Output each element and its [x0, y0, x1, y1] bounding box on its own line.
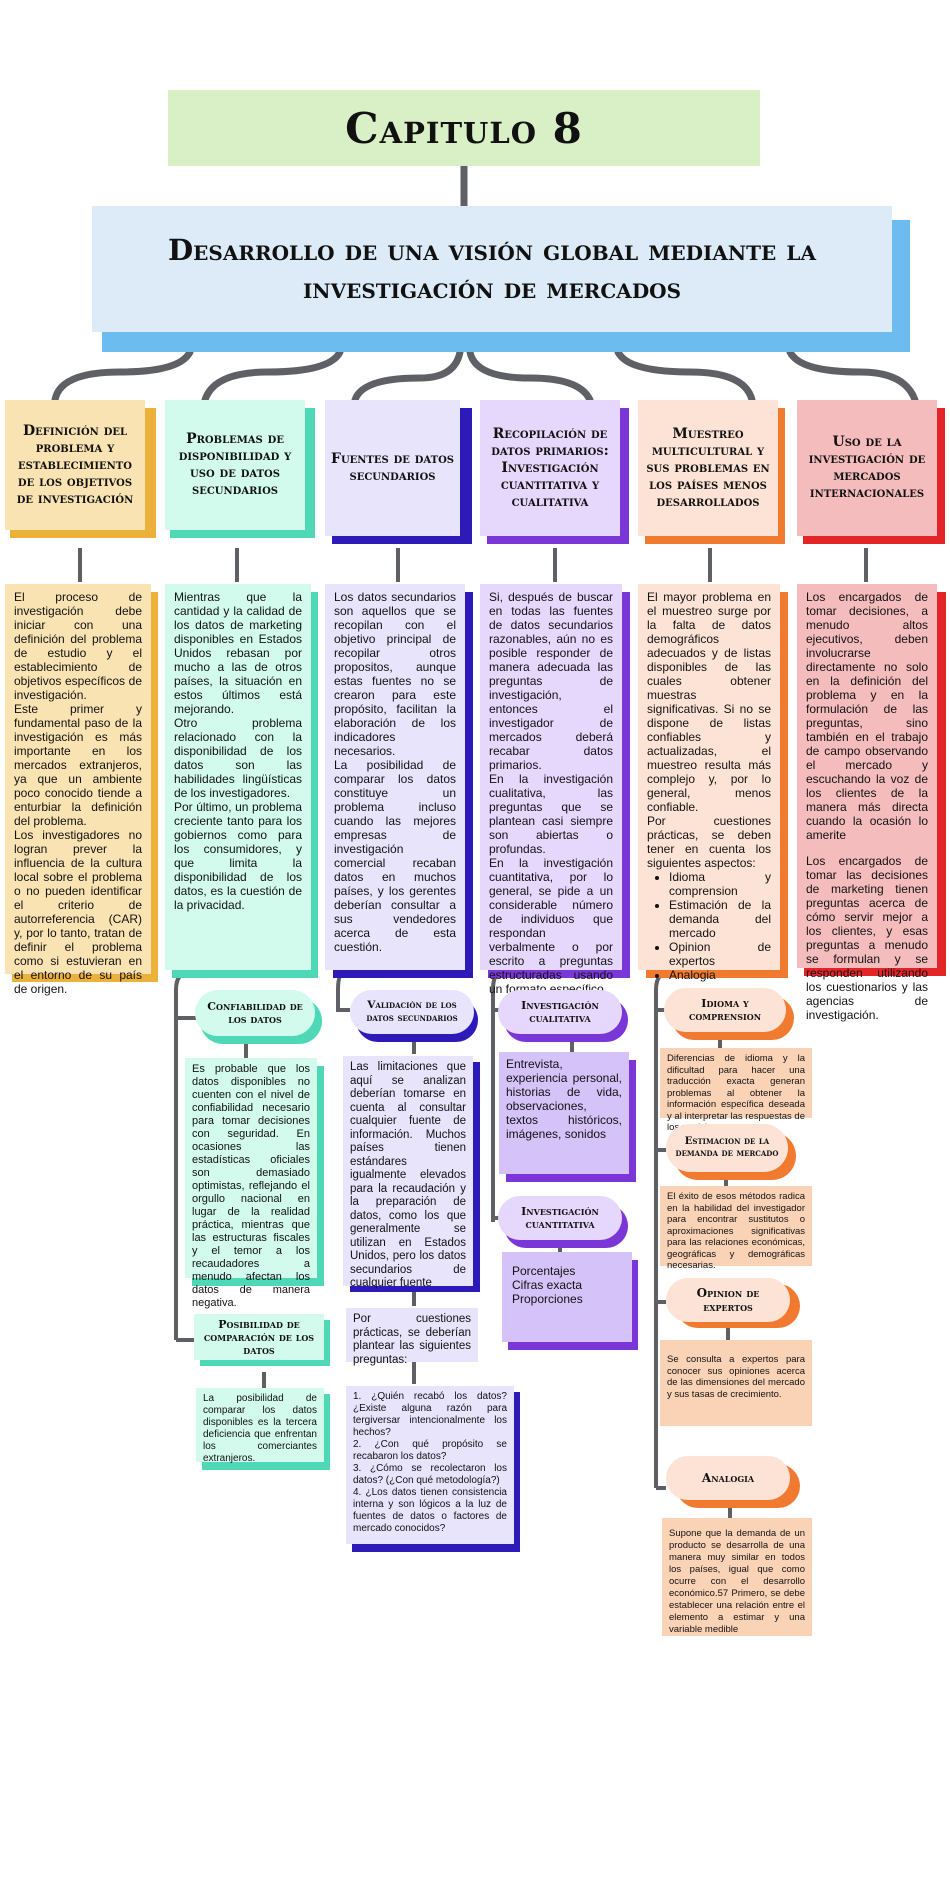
paragraph: Otro problema relacionado con la disponi…	[174, 716, 302, 800]
column-header-muestreo: Muestreo multicultural y sus problemas e…	[638, 400, 778, 536]
idioma-text: Diferencias de idioma y la dificultad pa…	[660, 1048, 812, 1133]
column-header-fuentes: Fuentes de datos secundarios	[325, 400, 460, 536]
paragraph: Los datos secundarios son aquellos que s…	[334, 590, 456, 758]
paragraph: Los investigadores no logran prever la i…	[14, 828, 142, 996]
aspects-list: Idioma y comprension Estimación de la de…	[647, 870, 771, 982]
list-item: Opinion de expertos	[669, 940, 771, 968]
column-body-muestreo: El mayor problema en el muestreo surge p…	[638, 584, 780, 982]
pill-confiabilidad: Confiabilidad de los datos	[195, 990, 315, 1036]
chapter-subtitle: Desarrollo de una visión global mediante…	[92, 206, 892, 332]
list-item: Idioma y comprension	[669, 870, 771, 898]
confiabilidad-text: Es probable que los datos disponibles no…	[185, 1058, 317, 1309]
paragraph: Los encargados de tomar decisiones, a me…	[806, 590, 928, 842]
validacion-prompt: Por cuestiones prácticas, se deberían pl…	[346, 1308, 478, 1366]
paragraph: Por último, un problema creciente tanto …	[174, 800, 302, 912]
posibilidad-title: Posibilidad de comparación de los datos	[194, 1314, 324, 1360]
column-body-definicion: El proceso de investigación debe iniciar…	[5, 584, 151, 996]
cuantitativa-text: Porcentajes Cifras exacta Proporciones	[502, 1252, 632, 1342]
validacion-text: Las limitaciones que aquí se analizan de…	[343, 1056, 473, 1289]
pill-opinion: Opinion de expertos	[666, 1278, 790, 1322]
cualitativa-text: Entrevista, experiencia personal, histor…	[499, 1052, 629, 1174]
paragraph: Si, después de buscar en todas las fuent…	[489, 590, 613, 772]
paragraph: Este primer y fundamental paso de la inv…	[14, 702, 142, 828]
paragraph: El proceso de investigación debe iniciar…	[14, 590, 142, 702]
pill-cualitativa: Investigación cualitativa	[498, 990, 622, 1034]
chapter-title: Capitulo 8	[168, 90, 760, 166]
paragraph: La posibilidad de comparar los datos con…	[334, 758, 456, 954]
posibilidad-text: La posibilidad de comparar los datos dis…	[196, 1388, 324, 1464]
analogia-text: Supone que la demanda de un producto se …	[662, 1518, 812, 1636]
pill-idioma: Idioma y comprension	[664, 988, 786, 1032]
column-header-recopilacion: Recopilación de datos primarios: Investi…	[480, 400, 620, 536]
column-header-problemas: Problemas de disponibilidad y uso de dat…	[165, 400, 305, 530]
paragraph: En la investigación cuantitativa, por lo…	[489, 856, 613, 996]
column-body-uso: Los encargados de tomar decisiones, a me…	[797, 584, 937, 1022]
pill-analogia: Analogia	[666, 1456, 790, 1500]
column-body-recopilacion: Si, después de buscar en todas las fuent…	[480, 584, 622, 996]
column-body-problemas: Mientras que la cantidad y la calidad de…	[165, 584, 311, 970]
paragraph: El mayor problema en el muestreo surge p…	[647, 590, 771, 814]
pill-estimacion: Estimacion de la demanda de mercado	[666, 1124, 788, 1172]
paragraph: Por cuestiones prácticas, se deben tener…	[647, 814, 771, 870]
pill-validacion: Validación de los datos secundarios	[350, 990, 474, 1034]
column-body-fuentes: Los datos secundarios son aquellos que s…	[325, 584, 465, 970]
pill-cuantitativa: Investigación cuantitativa	[498, 1196, 622, 1240]
paragraph: Los encargados de tomar las decisiones d…	[806, 854, 928, 1022]
list-item: Estimación de la demanda del mercado	[669, 898, 771, 940]
paragraph: Mientras que la cantidad y la calidad de…	[174, 590, 302, 716]
validacion-questions: 1. ¿Quién recabó los datos? ¿Existe algu…	[346, 1386, 514, 1544]
opinion-text: Se consulta a expertos para conocer sus …	[660, 1340, 812, 1426]
column-header-definicion: Definición del problema y establecimient…	[5, 400, 145, 530]
estimacion-text: El éxito de esos métodos radica en la ha…	[660, 1186, 812, 1271]
column-header-uso: Uso de la investigación de mercados inte…	[797, 400, 937, 536]
list-item: Analogia	[669, 968, 771, 982]
paragraph: En la investigación cualitativa, las pre…	[489, 772, 613, 856]
